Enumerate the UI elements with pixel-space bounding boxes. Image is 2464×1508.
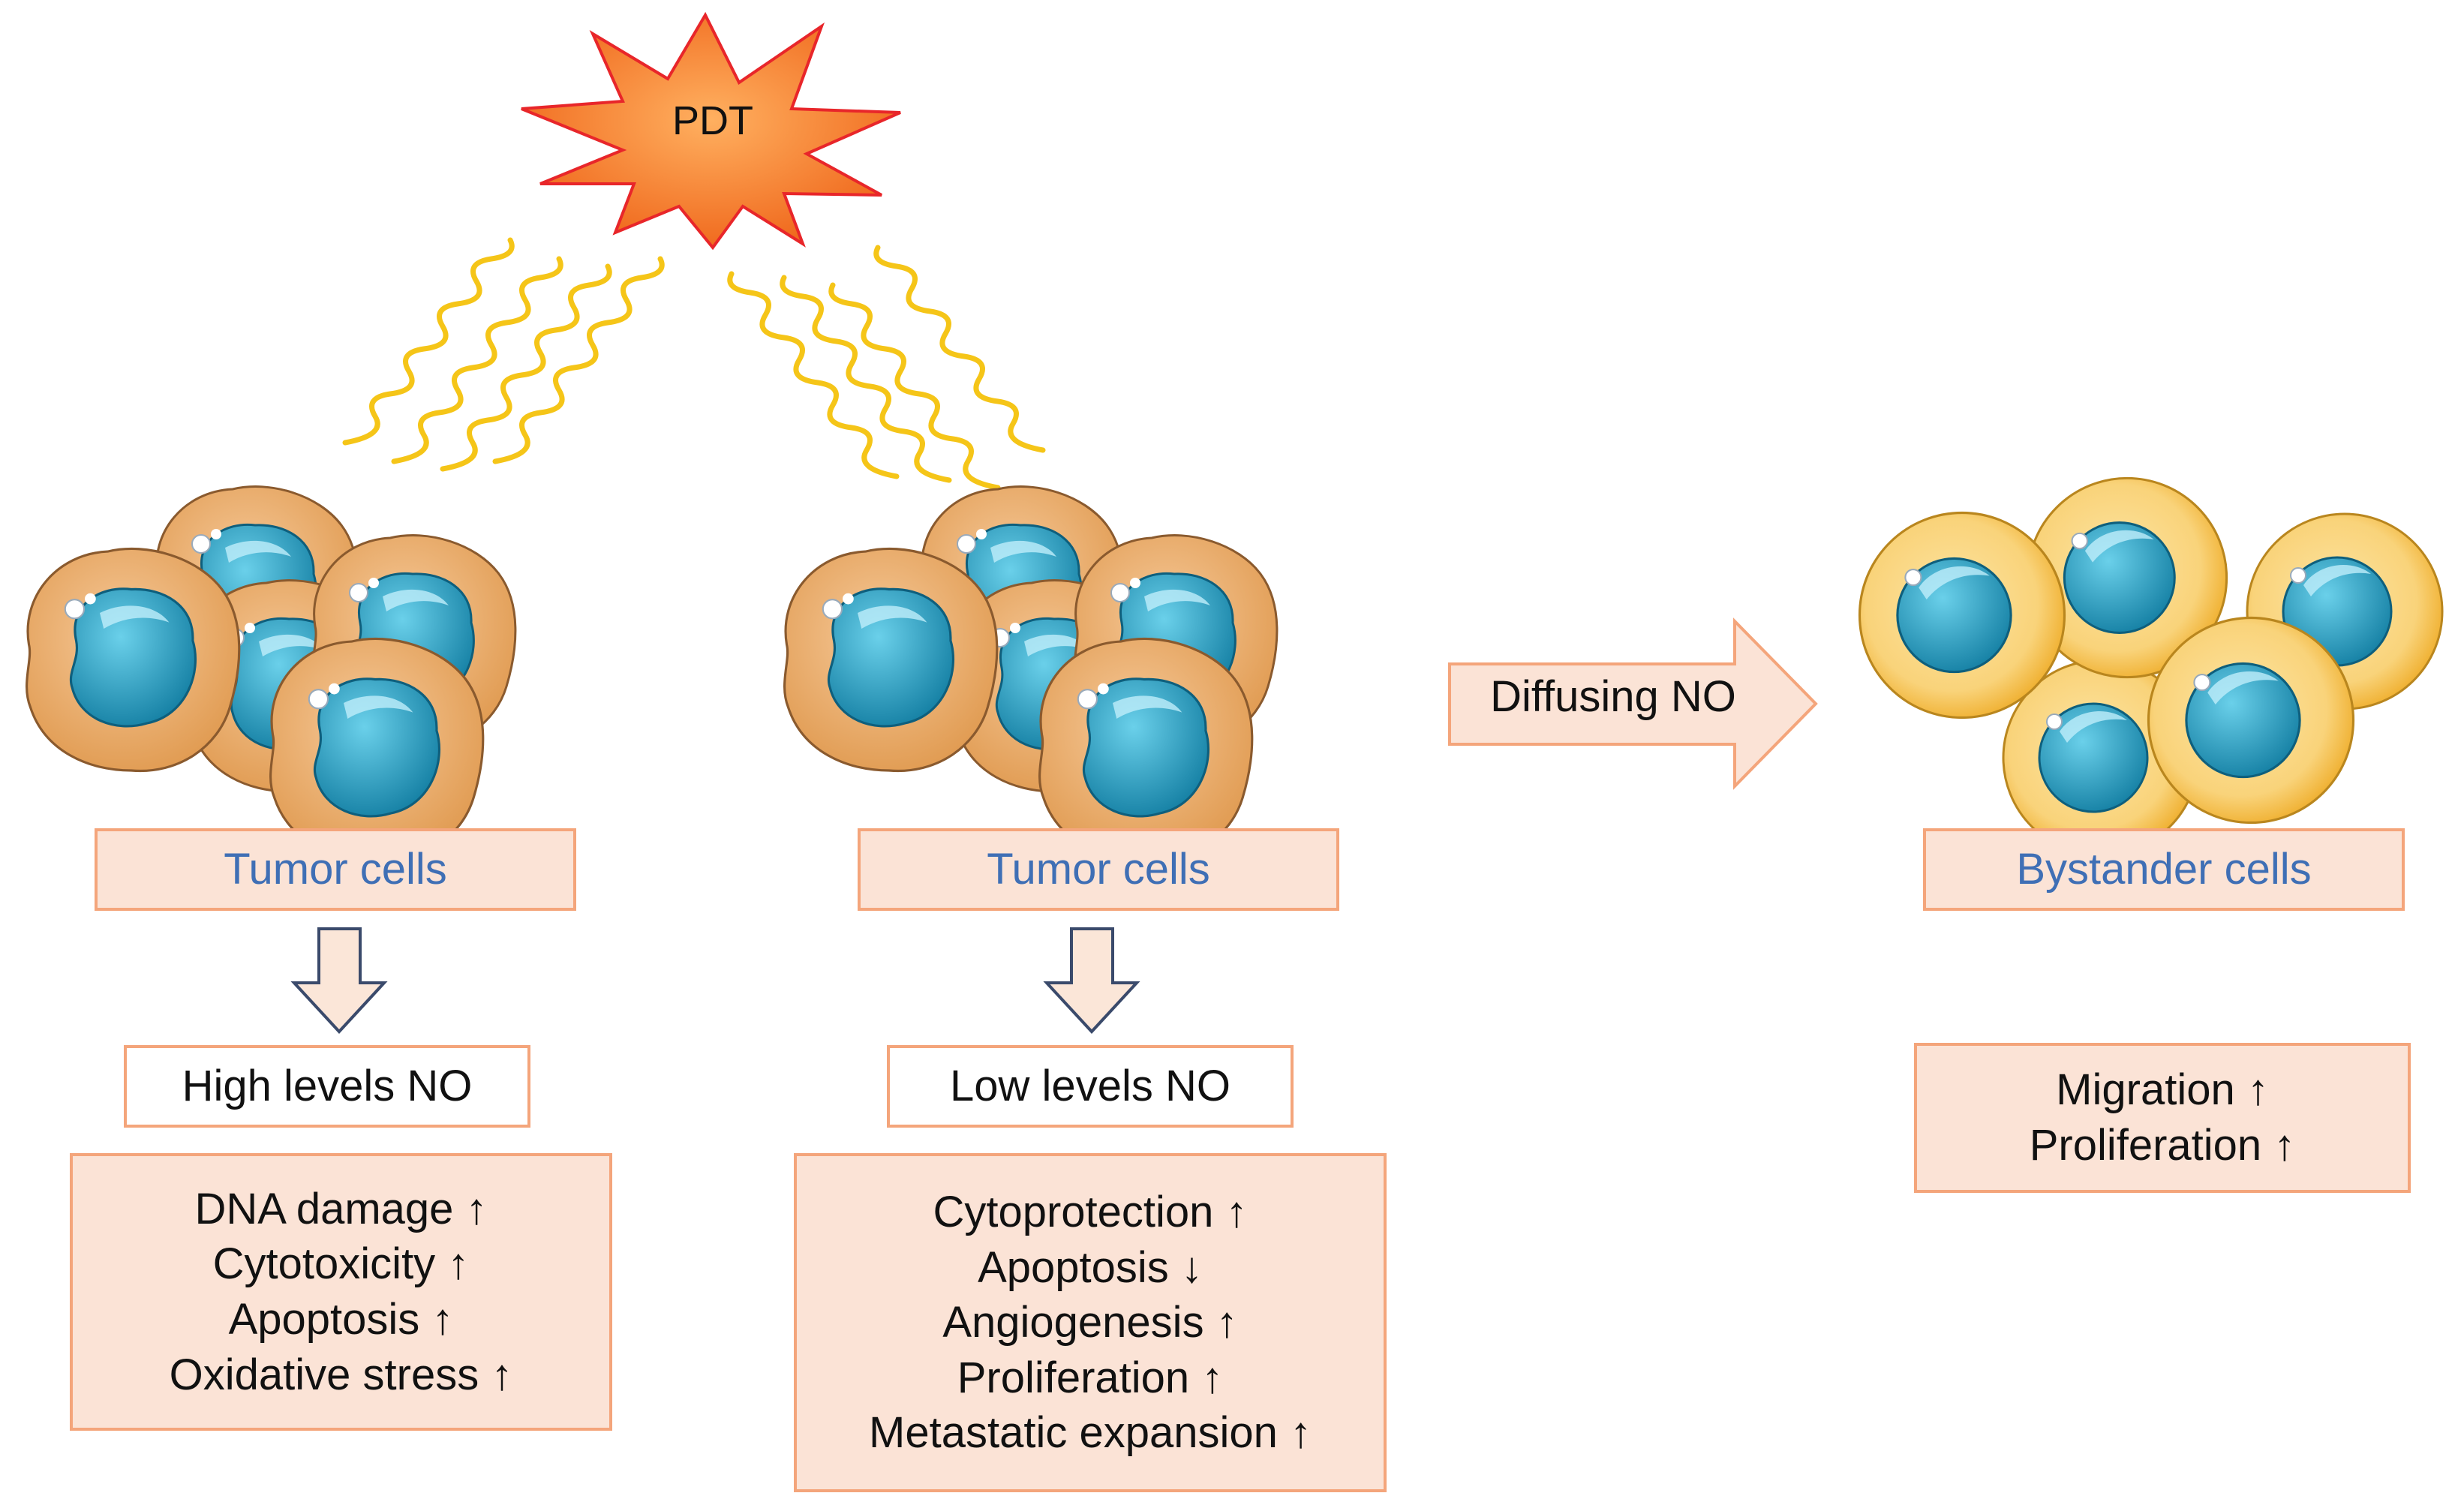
effect-item: Oxidative stress ↑ bbox=[169, 1350, 513, 1399]
tumor-cell-cluster-middle bbox=[783, 485, 1279, 863]
effect-item: Metastatic expansion ↑ bbox=[869, 1408, 1312, 1458]
light-waves bbox=[342, 237, 1046, 491]
effect-item: Apoptosis ↑ bbox=[228, 1295, 454, 1344]
bystander-effects-box: Migration ↑ Proliferation ↑ bbox=[1914, 1043, 2411, 1193]
effect-item: Cytotoxicity ↑ bbox=[212, 1239, 470, 1289]
effect-item: Proliferation ↑ bbox=[957, 1353, 1224, 1402]
tumor-cell-cluster-left bbox=[26, 485, 517, 863]
high-levels-no-box: High levels NO bbox=[124, 1045, 530, 1128]
effect-item: Angiogenesis ↑ bbox=[942, 1298, 1238, 1347]
low-levels-no-text: Low levels NO bbox=[950, 1062, 1230, 1111]
low-levels-no-box: Low levels NO bbox=[887, 1045, 1294, 1128]
effect-item: Proliferation ↑ bbox=[2029, 1121, 2296, 1170]
effect-item: Cytoprotection ↑ bbox=[933, 1187, 1248, 1236]
bystander-cells-label: Bystander cells bbox=[1923, 828, 2405, 911]
low-no-effects-box: Cytoprotection ↑ Apoptosis ↓ Angiogenesi… bbox=[794, 1153, 1387, 1492]
bystander-cells-text: Bystander cells bbox=[2016, 845, 2312, 894]
high-no-effects-box: DNA damage ↑ Cytotoxicity ↑ Apoptosis ↑ … bbox=[70, 1153, 612, 1431]
tumor-cells-text-left: Tumor cells bbox=[224, 845, 447, 894]
diffusing-no-label: Diffusing NO bbox=[1490, 672, 1736, 721]
diffusing-arrow bbox=[1448, 617, 1818, 790]
effect-item: DNA damage ↑ bbox=[194, 1184, 488, 1233]
effect-item: Migration ↑ bbox=[2056, 1065, 2269, 1115]
effect-item: Apoptosis ↓ bbox=[978, 1242, 1203, 1292]
pdt-label: PDT bbox=[672, 98, 753, 143]
pdt-burst bbox=[521, 11, 901, 251]
tumor-cells-text-middle: Tumor cells bbox=[987, 845, 1210, 894]
down-arrow-middle bbox=[1043, 927, 1140, 1034]
down-arrow-left bbox=[290, 927, 388, 1034]
tumor-cells-label-left: Tumor cells bbox=[95, 828, 576, 911]
tumor-cells-label-middle: Tumor cells bbox=[858, 828, 1339, 911]
bystander-cell-cluster bbox=[1858, 476, 2444, 857]
high-levels-no-text: High levels NO bbox=[182, 1062, 473, 1111]
